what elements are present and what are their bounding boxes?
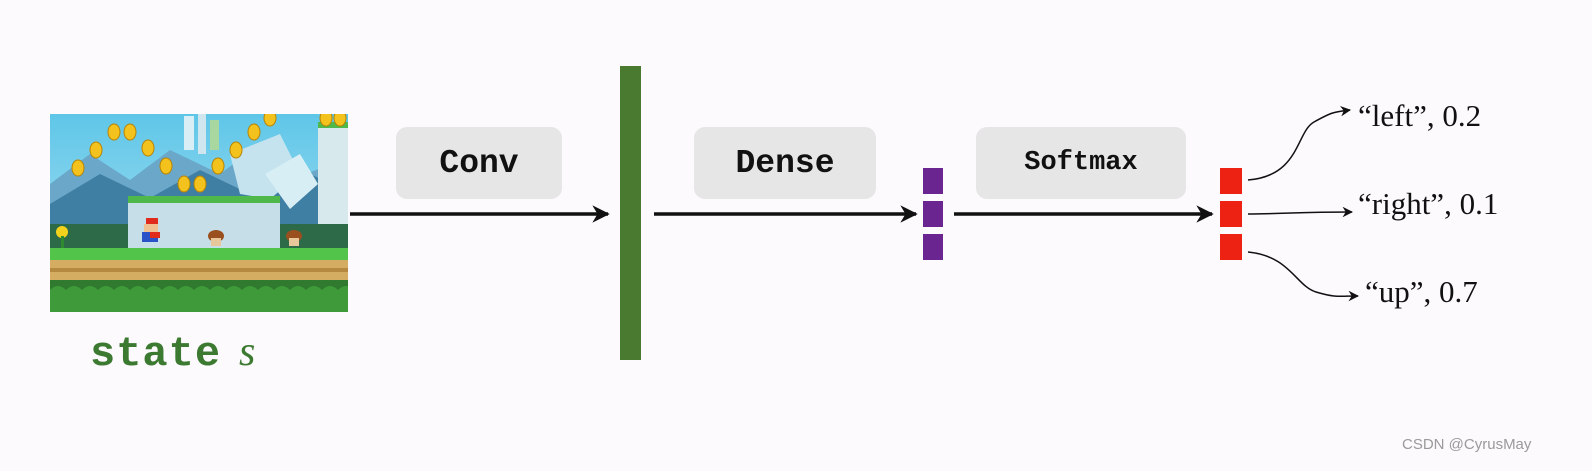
dense-label: Dense [735,144,835,182]
softmax-units [1220,168,1242,260]
conv-label-box: Conv [396,127,562,199]
softmax-unit-right [1220,201,1242,227]
state-caption-word: state [90,330,222,378]
output-label-right: “right”, 0.1 [1358,186,1499,221]
dense-unit [923,234,943,260]
connector-left [1247,105,1352,181]
softmax-unit-up [1220,234,1242,260]
dense-unit [923,201,943,227]
softmax-label-box: Softmax [976,127,1186,199]
connector-up [1247,251,1360,302]
conv-feature-layer [620,66,641,360]
conv-label: Conv [439,144,519,182]
softmax-unit-left [1220,168,1242,194]
game-screenshot [50,114,348,312]
watermark: CSDN @CyrusMay [1402,436,1532,453]
connector-right [1247,206,1354,218]
dense-units [923,168,943,260]
state-caption-variable: s [239,329,257,375]
dense-label-box: Dense [694,127,876,199]
softmax-label: Softmax [1024,148,1138,178]
dense-unit [923,168,943,194]
output-label-up: “up”, 0.7 [1365,274,1478,309]
output-label-left: “left”, 0.2 [1358,98,1482,133]
